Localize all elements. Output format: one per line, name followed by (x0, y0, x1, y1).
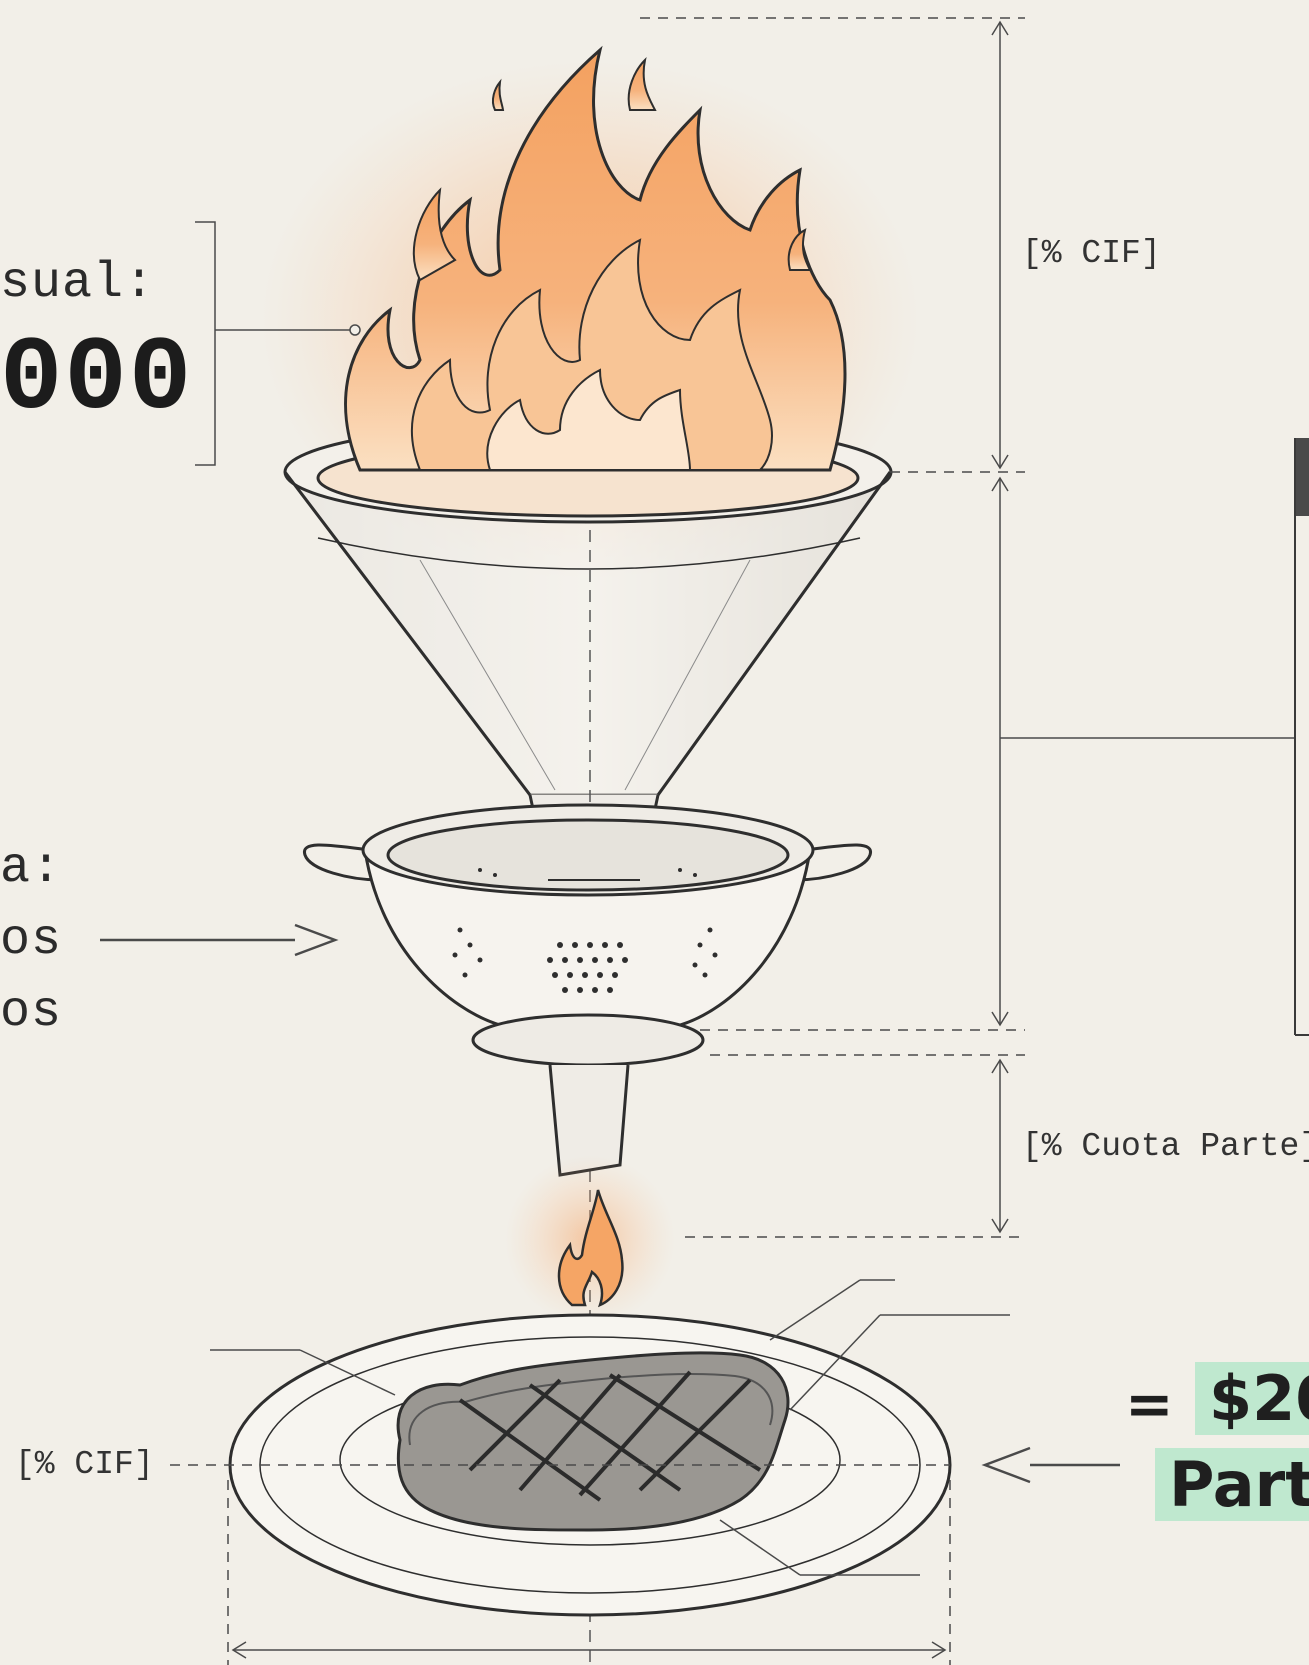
result-value: $20 (1195, 1362, 1309, 1435)
dimension-label-top: [% CIF] (1022, 235, 1161, 272)
left-label-mid-2: os (0, 912, 62, 969)
result-label: Part (1155, 1448, 1309, 1521)
left-label-top: sual: (0, 255, 155, 312)
dimension-label-middle: [% Cuota Parte] (1022, 1128, 1309, 1165)
left-label-mid-3: os (0, 984, 62, 1041)
result-equals: = (1125, 1370, 1174, 1438)
colander (304, 805, 870, 1175)
left-label-mid-1: a: (0, 840, 62, 897)
right-panel (1295, 438, 1309, 1035)
left-value-top: 000 (0, 325, 193, 435)
dimension-label-plate: [% CIF] (15, 1446, 154, 1483)
